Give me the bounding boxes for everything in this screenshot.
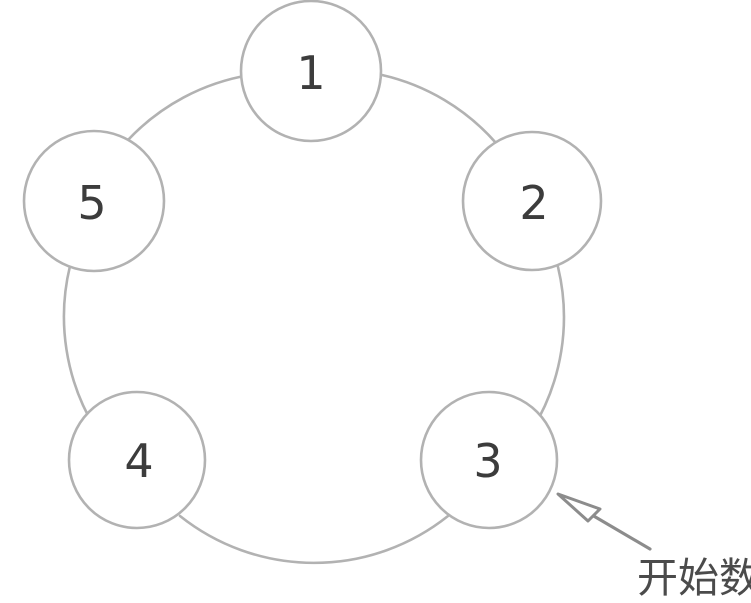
- node-1-circle[interactable]: [239, 0, 383, 143]
- node-1[interactable]: 1: [239, 0, 383, 143]
- edge-1-to-2: [380, 73, 498, 145]
- node-3-label: 3: [473, 434, 502, 488]
- node-5[interactable]: 5: [22, 129, 166, 273]
- node-4-circle[interactable]: [67, 390, 207, 530]
- edge-5-to-1: [126, 73, 252, 142]
- node-1-label: 1: [296, 46, 325, 100]
- arrow-head-icon: [556, 492, 602, 523]
- start-pointer-arrow: [556, 492, 652, 551]
- node-5-label: 5: [77, 176, 106, 230]
- node-2-circle[interactable]: [461, 130, 603, 272]
- node-5-circle[interactable]: [22, 129, 166, 273]
- start-annotation-label: 开始数: [637, 554, 751, 602]
- node-3[interactable]: 3: [419, 390, 559, 530]
- edge-2-to-3: [530, 265, 566, 432]
- node-4[interactable]: 4: [67, 390, 207, 530]
- arrow-shaft: [590, 513, 652, 551]
- node-2[interactable]: 2: [461, 130, 603, 272]
- edge-4-to-5: [62, 264, 97, 430]
- node-4-label: 4: [124, 434, 153, 488]
- node-3-circle[interactable]: [419, 390, 559, 530]
- node-2-label: 2: [519, 176, 548, 230]
- edge-3-to-4: [178, 514, 450, 565]
- ring-edges: [62, 73, 566, 565]
- ring-nodes: 1 2 3 4 5: [22, 0, 603, 530]
